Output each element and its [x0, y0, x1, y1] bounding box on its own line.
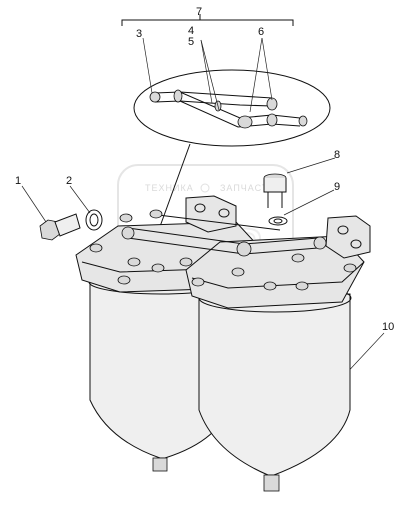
callout-4: 4 [188, 25, 194, 37]
cover-bolts [89, 209, 357, 291]
callout-7-bracket [121, 14, 294, 26]
watermark-text-right: ЗАПЧАСТИ [220, 183, 276, 193]
filter-body-right [198, 283, 352, 492]
callout-6: 6 [258, 26, 264, 38]
callout-1: 1 [15, 175, 21, 187]
bolt-part-1 [39, 213, 81, 241]
callout-7: 7 [196, 6, 202, 18]
washer-part-2 [85, 209, 103, 231]
washer-part-9 [268, 216, 288, 226]
fuel-tubes [121, 213, 327, 257]
filter-cover-right [185, 235, 365, 309]
detail-view [133, 69, 331, 233]
watermark-text-left: ТЕХНИКА [145, 183, 194, 193]
callout-8: 8 [334, 149, 340, 161]
callout-3: 3 [136, 28, 142, 40]
callout-2: 2 [66, 175, 72, 187]
callout-9: 9 [334, 181, 340, 193]
callout-10: 10 [382, 321, 394, 333]
callout-5: 5 [188, 36, 194, 48]
screw-part-8 [263, 173, 287, 208]
